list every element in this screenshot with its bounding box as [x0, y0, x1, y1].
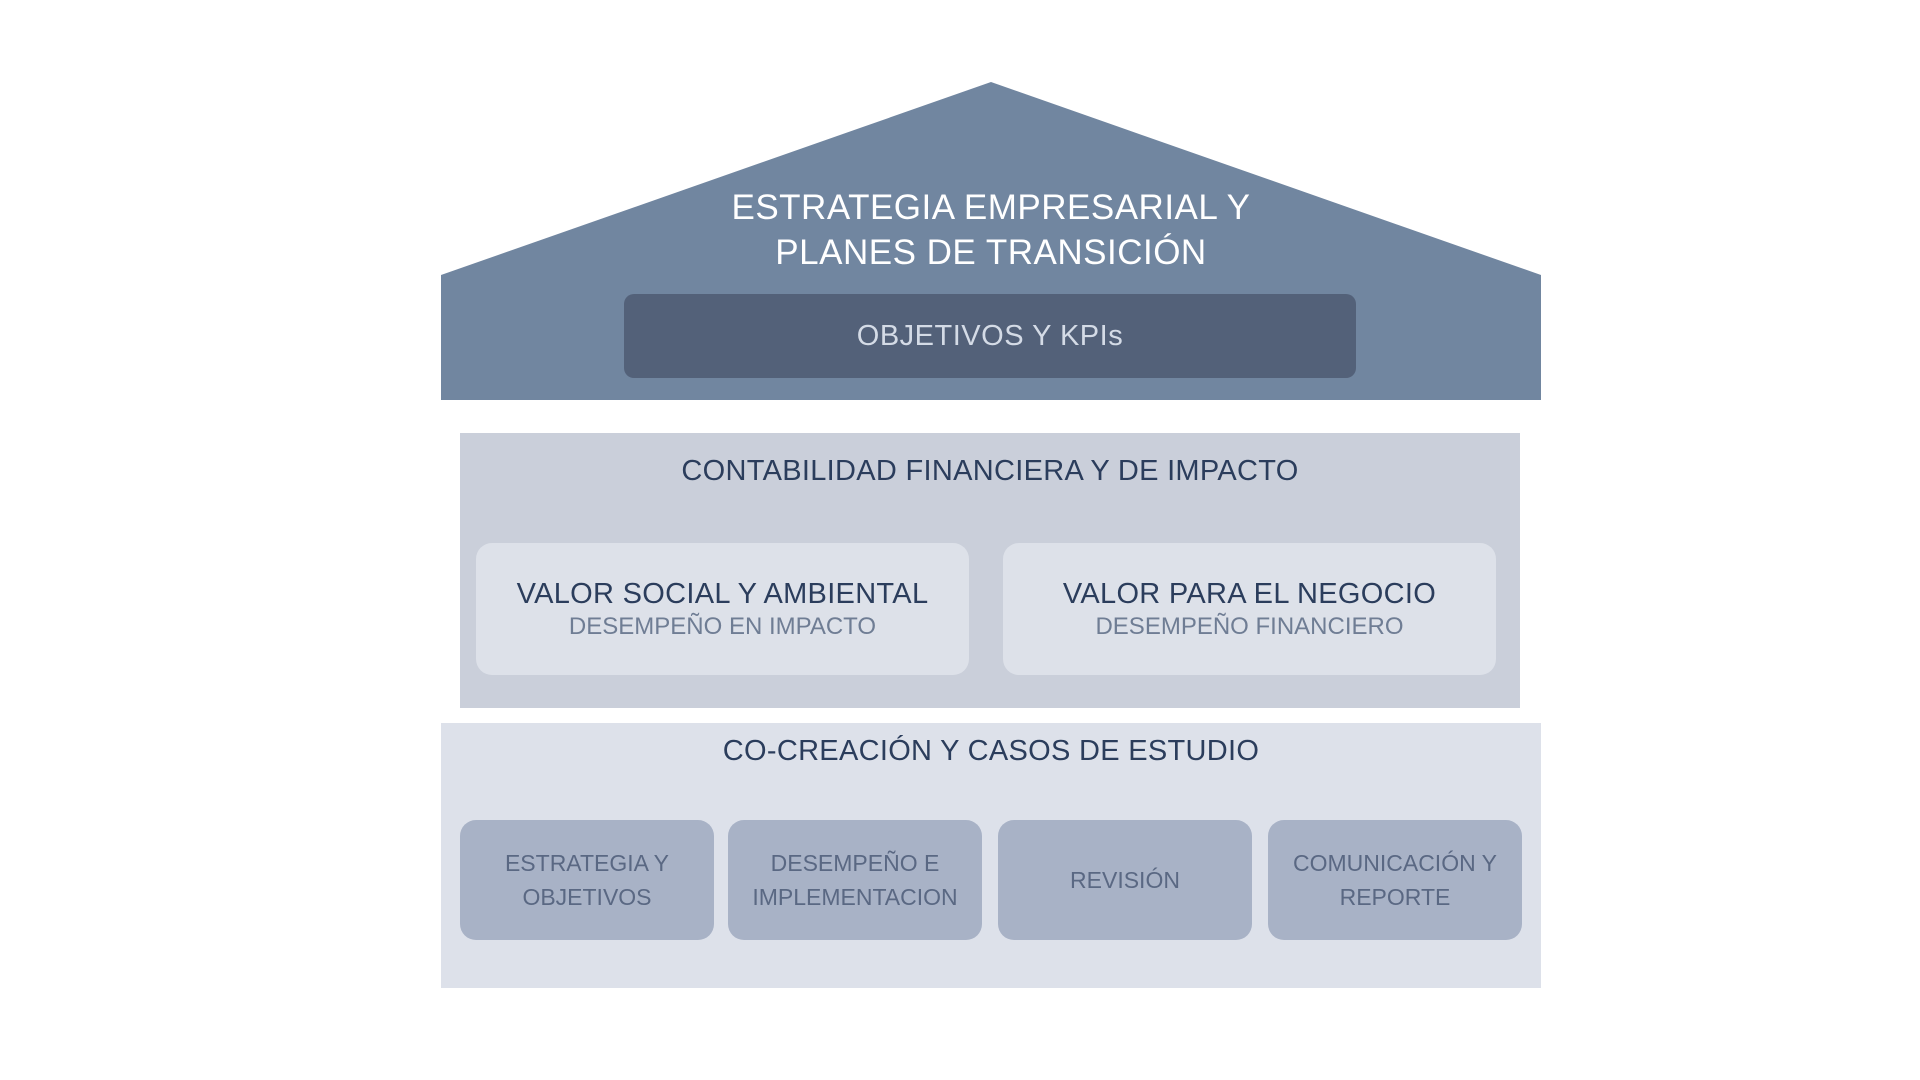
- stage-label-line2: REPORTE: [1339, 884, 1451, 910]
- stage-communication-report: COMUNICACIÓN Y REPORTE: [1268, 820, 1522, 940]
- social-environmental-value-card: VALOR SOCIAL Y AMBIENTAL DESEMPEÑO EN IM…: [476, 543, 969, 675]
- stage-label-line2: IMPLEMENTACION: [752, 884, 958, 910]
- stage-performance-implementation: DESEMPEÑO E IMPLEMENTACION: [728, 820, 982, 940]
- roof-title: ESTRATEGIA EMPRESARIAL Y PLANES DE TRANS…: [441, 185, 1541, 275]
- accounting-title: CONTABILIDAD FINANCIERA Y DE IMPACTO: [681, 455, 1299, 487]
- roof-title-line1: ESTRATEGIA EMPRESARIAL Y: [731, 188, 1251, 227]
- value-card-title: VALOR PARA EL NEGOCIO: [1062, 578, 1437, 610]
- value-card-title: VALOR SOCIAL Y AMBIENTAL: [516, 578, 929, 610]
- value-card-subtitle: DESEMPEÑO EN IMPACTO: [568, 613, 877, 640]
- kpi-box: OBJETIVOS Y KPIs: [624, 294, 1356, 378]
- accounting-section: CONTABILIDAD FINANCIERA Y DE IMPACTO VAL…: [460, 433, 1520, 708]
- stage-label-line1: REVISIÓN: [1070, 867, 1180, 893]
- stage-label-line2: OBJETIVOS: [522, 884, 652, 910]
- stage-strategy-objectives: ESTRATEGIA Y OBJETIVOS: [460, 820, 714, 940]
- stage-review: REVISIÓN: [998, 820, 1252, 940]
- value-card-subtitle: DESEMPEÑO FINANCIERO: [1095, 613, 1404, 640]
- stage-label-line1: DESEMPEÑO E: [770, 850, 940, 876]
- business-value-card: VALOR PARA EL NEGOCIO DESEMPEÑO FINANCIE…: [1003, 543, 1496, 675]
- roof-title-line2: PLANES DE TRANSICIÓN: [775, 233, 1207, 272]
- stage-label-line1: COMUNICACIÓN Y: [1292, 850, 1498, 876]
- co-creation-title: CO-CREACIÓN Y CASOS DE ESTUDIO: [722, 735, 1260, 767]
- kpi-label: OBJETIVOS Y KPIs: [856, 319, 1124, 352]
- stage-label-line1: ESTRATEGIA Y: [504, 850, 670, 876]
- co-creation-section: CO-CREACIÓN Y CASOS DE ESTUDIO ESTRATEGI…: [441, 723, 1541, 988]
